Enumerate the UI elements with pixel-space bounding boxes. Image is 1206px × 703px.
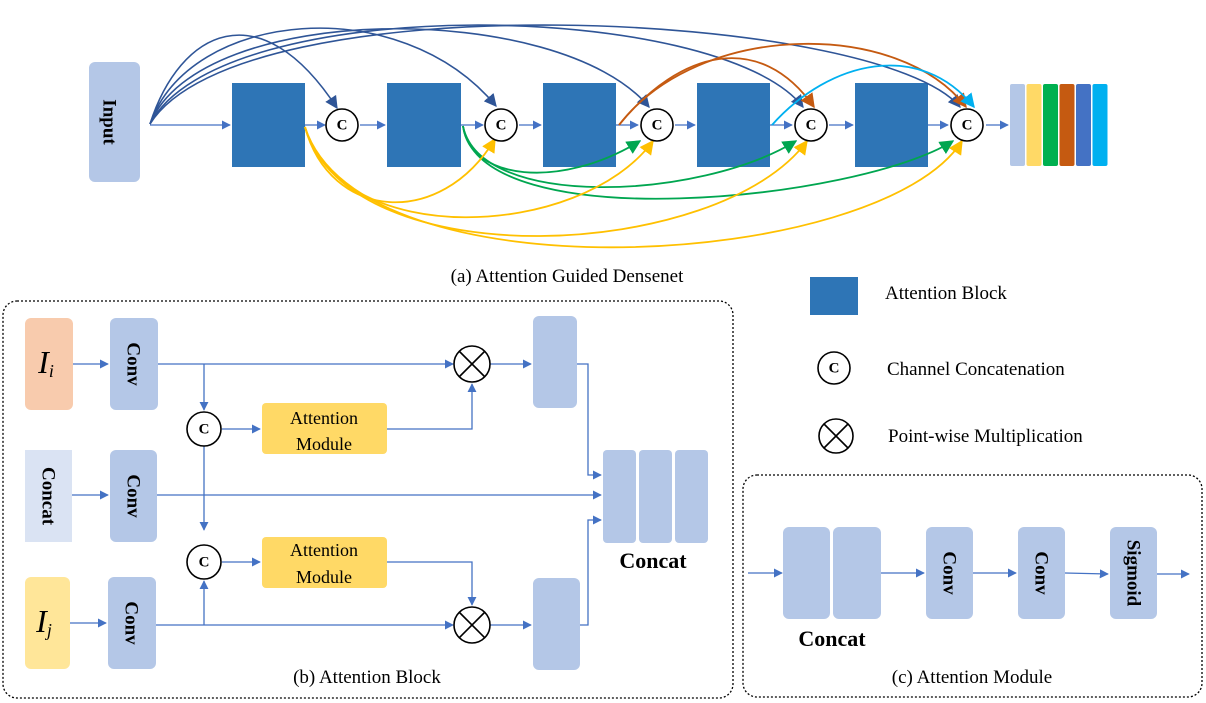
attention-block-3 — [543, 83, 616, 167]
input-ii-label: Ii — [37, 344, 54, 381]
concat-label-b: Concat — [619, 548, 687, 573]
caption-b: (b) Attention Block — [293, 667, 441, 688]
legend-concat-symbol-text: C — [829, 360, 840, 376]
attention-module-2-line1: Attention — [290, 540, 358, 560]
svg-text:C: C — [199, 554, 210, 570]
output-slab — [1010, 84, 1025, 166]
output-slab — [1092, 84, 1108, 166]
attention-module-1-line2: Module — [296, 434, 352, 454]
output-slab — [1076, 84, 1091, 166]
attention-module-2-line2: Module — [296, 567, 352, 587]
legend-multiply-icon — [818, 418, 854, 454]
input-block — [89, 62, 140, 182]
panel-b-frame — [2, 300, 734, 699]
output-slab — [1059, 84, 1075, 166]
input-concat — [25, 450, 72, 542]
attention-block-2 — [387, 83, 461, 167]
svg-text:C: C — [806, 117, 817, 133]
legend-concat-label: Channel Concatenation — [887, 359, 1065, 380]
conv-2-label: Conv — [123, 474, 144, 518]
input-label: Input — [99, 99, 120, 145]
attention-module-1-line1: Attention — [290, 408, 358, 428]
attention-block-4 — [697, 83, 770, 167]
c-concat-slab-1 — [783, 527, 830, 619]
svg-text:C: C — [199, 421, 210, 437]
concat-label-c: Concat — [798, 626, 866, 651]
c-conv-2-label: Conv — [1031, 551, 1052, 595]
c-conv-2 — [1018, 527, 1065, 619]
svg-text:C: C — [962, 117, 973, 133]
conv-3-label: Conv — [121, 601, 142, 645]
legend-attention-block-swatch — [810, 277, 858, 315]
concat-slab-2 — [639, 450, 672, 543]
panel-a: Input — [89, 24, 1108, 287]
output-stack — [1010, 84, 1108, 166]
legend: Attention Block C Channel Concatenation … — [810, 277, 1083, 454]
concat-node-3: C — [640, 108, 674, 142]
caption-c: (c) Attention Module — [892, 667, 1052, 688]
svg-text:C: C — [337, 117, 348, 133]
attention-module-1 — [262, 403, 387, 454]
c-conv-1-label: Conv — [939, 551, 960, 595]
legend-concat-symbol — [817, 351, 851, 385]
c-conv-1 — [926, 527, 973, 619]
caption-a: (a) Attention Guided Densenet — [451, 266, 684, 287]
attention-module-2 — [262, 537, 387, 588]
concat-node-b-top: C — [186, 411, 222, 447]
concat-node-1: C — [325, 108, 359, 142]
concat-slab-3 — [675, 450, 708, 543]
svg-text:C: C — [652, 117, 663, 133]
input-concat-label: Concat — [38, 467, 59, 526]
concat-node-b-bottom: C — [186, 544, 222, 580]
conv-block-3 — [108, 577, 156, 669]
input-ii — [25, 318, 73, 410]
concat-node-5: C — [950, 108, 984, 142]
weighted-feature-top — [533, 316, 577, 408]
weighted-feature-bottom — [533, 578, 580, 670]
concat-slab-1 — [603, 450, 636, 543]
input-ij-label: Ij — [35, 603, 52, 640]
conv-block-1 — [110, 318, 158, 410]
attention-block-1 — [232, 83, 305, 167]
c-sigmoid-label: Sigmoid — [1123, 540, 1144, 607]
conv-1-label: Conv — [123, 342, 144, 386]
panel-b: Ii Concat Ij Conv Conv Conv — [2, 300, 734, 699]
conv-block-2 — [110, 450, 157, 542]
svg-text:C: C — [496, 117, 507, 133]
output-slab — [1026, 84, 1042, 166]
multiply-node-top — [453, 345, 491, 383]
attention-block-5 — [855, 83, 928, 167]
concat-node-2: C — [484, 108, 518, 142]
c-sigmoid — [1110, 527, 1157, 619]
c-concat-slab-2 — [833, 527, 881, 619]
panel-c: Concat Conv Conv Sigmoid (c) Attention M… — [742, 474, 1203, 698]
output-slab — [1043, 84, 1058, 166]
legend-attention-block-label: Attention Block — [885, 283, 1007, 304]
concat-node-4: C — [794, 108, 828, 142]
multiply-node-bottom — [453, 606, 491, 644]
legend-multiply-label: Point-wise Multiplication — [888, 426, 1083, 447]
panel-c-frame — [742, 474, 1203, 698]
input-ij — [25, 577, 70, 669]
